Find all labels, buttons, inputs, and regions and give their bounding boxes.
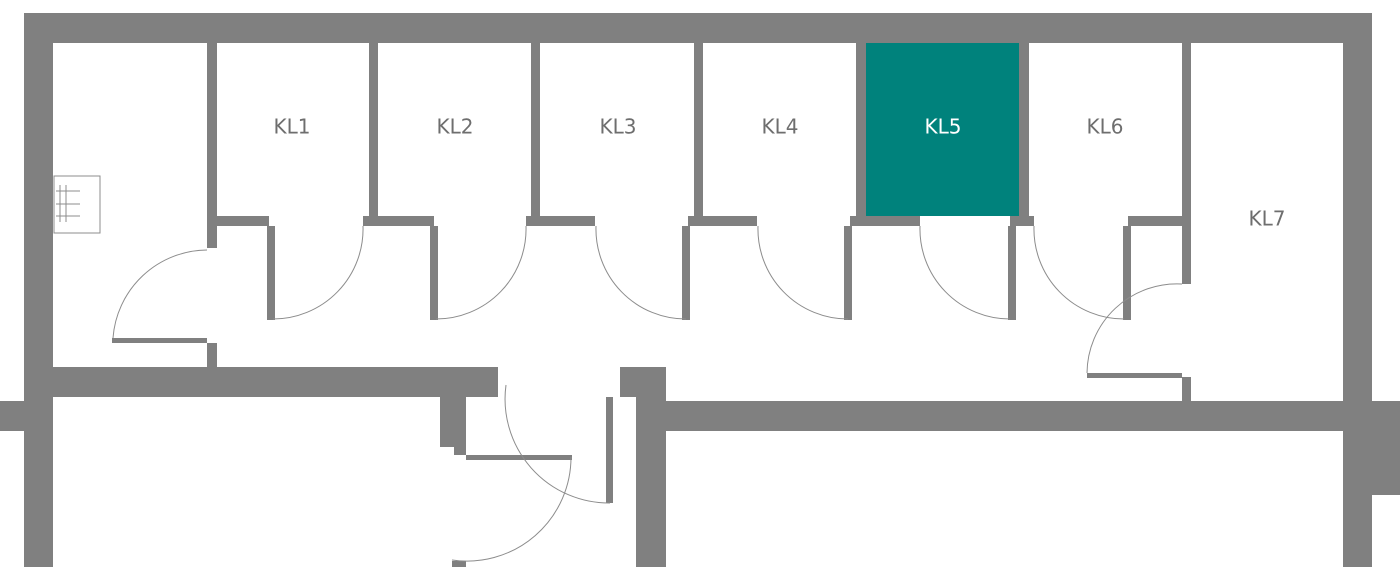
room-label-kl6[interactable]: KL6 <box>1087 115 1124 139</box>
wall-corridor-bottom-right <box>636 401 1343 431</box>
electrical-panel-icon <box>53 175 101 234</box>
wall-kl1-left-lower <box>207 343 217 367</box>
door-swing-kl7 <box>1086 283 1183 374</box>
wall-partition-6-7 <box>1182 42 1191 284</box>
wall-front-kl3-4 <box>688 216 757 226</box>
wall-corridor-bottom-left-step <box>440 385 498 397</box>
door-swing-entry-left <box>112 249 208 339</box>
door-swing-kl5 <box>919 225 1011 320</box>
wall-stub-right <box>1372 401 1400 495</box>
wall-door-sill-bottom <box>452 561 466 567</box>
wall-partition-5-6 <box>1019 42 1029 226</box>
room-label-kl2[interactable]: KL2 <box>437 115 474 139</box>
wall-front-kl6-7 <box>1128 216 1182 226</box>
door-swing-kl2 <box>435 225 527 320</box>
wall-outer-top <box>24 13 1372 43</box>
wall-partition-4-5 <box>856 42 866 226</box>
wall-outer-left <box>24 13 53 567</box>
wall-door-sill-kl7 <box>1087 373 1182 378</box>
door-swing-kl3 <box>595 225 687 320</box>
wall-jamb-left-a <box>440 397 454 447</box>
room-label-kl7[interactable]: KL7 <box>1249 207 1286 231</box>
wall-front-kl6-jamb <box>1123 226 1131 320</box>
door-swing-lower-1 <box>504 384 611 504</box>
wall-lower-divider <box>636 401 666 567</box>
wall-partition-3-4 <box>694 42 703 226</box>
room-labels: KL1 KL2 KL3 KL4 KL5 KL6 KL7 <box>274 115 1286 231</box>
wall-front-kl2-3 <box>526 216 595 226</box>
wall-front-kl1-2 <box>363 216 434 226</box>
wall-front-kl4-jamb <box>844 226 852 320</box>
wall-corridor-bottom-left <box>53 367 498 397</box>
wall-front-kl5-jamb <box>1008 226 1016 320</box>
door-swing-kl4 <box>757 225 849 320</box>
door-swing-kl6 <box>1033 225 1125 320</box>
walls <box>0 13 1400 567</box>
room-label-kl3[interactable]: KL3 <box>600 115 637 139</box>
doors <box>112 225 1183 562</box>
wall-jamb-left-b <box>454 397 466 455</box>
wall-outer-right <box>1343 13 1372 567</box>
room-label-kl1[interactable]: KL1 <box>274 115 311 139</box>
storage-unit-kl5-fill[interactable] <box>866 42 1019 216</box>
room-label-kl4[interactable]: KL4 <box>762 115 799 139</box>
wall-stub-left <box>0 401 24 431</box>
wall-front-kl1 <box>217 216 269 226</box>
wall-front-kl1-jamb <box>267 226 275 320</box>
wall-partition-2-3 <box>531 42 540 226</box>
wall-door-sill-lower <box>466 455 572 460</box>
wall-front-kl3-jamb <box>682 226 690 320</box>
door-swing-kl1 <box>272 225 364 320</box>
wall-kl1-left <box>207 42 217 248</box>
wall-front-kl2-jamb <box>430 226 438 320</box>
wall-partition-1-2 <box>369 42 378 226</box>
room-label-kl5[interactable]: KL5 <box>925 115 962 139</box>
door-swing-lower-2 <box>451 456 572 562</box>
wall-front-kl4-5 <box>850 216 920 226</box>
wall-door-jamb-lower <box>606 397 613 503</box>
wall-front-kl5-6 <box>1010 216 1034 226</box>
wall-kl7-lower <box>1182 377 1191 401</box>
wall-door-sill-left <box>112 338 207 343</box>
